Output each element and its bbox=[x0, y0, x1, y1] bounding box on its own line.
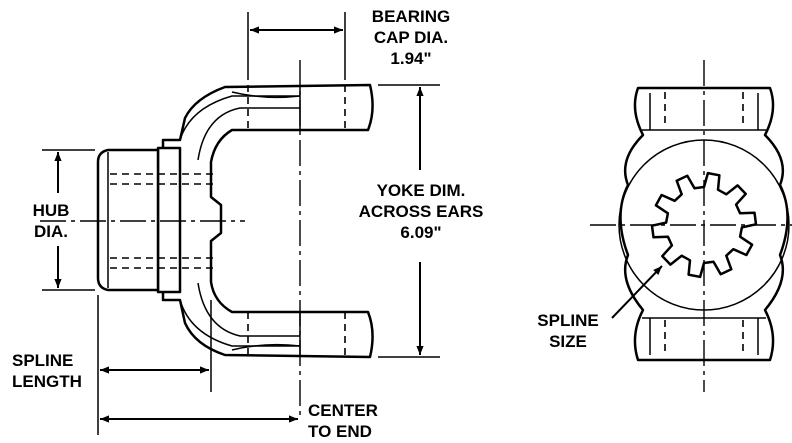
side-view-yoke bbox=[40, 60, 374, 415]
end-view-yoke bbox=[590, 60, 792, 392]
hub bbox=[156, 146, 182, 294]
spline-length-dimension bbox=[97, 295, 212, 435]
center-to-end-label: CENTER TO END bbox=[308, 401, 378, 441]
spline-size-label: SPLINE SIZE bbox=[537, 311, 599, 351]
spline-length-label: SPLINE LENGTH bbox=[12, 351, 82, 391]
bearing-cap-dimension bbox=[247, 12, 346, 80]
hub-dia-label: HUB DIA. bbox=[32, 201, 70, 241]
spline-size-leader bbox=[611, 265, 663, 319]
hub-dia-dimension bbox=[42, 149, 95, 291]
bearing-cap-label: BEARING CAP DIA. 1.94" bbox=[371, 7, 451, 68]
hub-neck bbox=[96, 148, 160, 292]
yoke-ears-dimension bbox=[378, 84, 440, 358]
yoke-dim-label: YOKE DIM. ACROSS EARS 6.09" bbox=[358, 181, 484, 242]
